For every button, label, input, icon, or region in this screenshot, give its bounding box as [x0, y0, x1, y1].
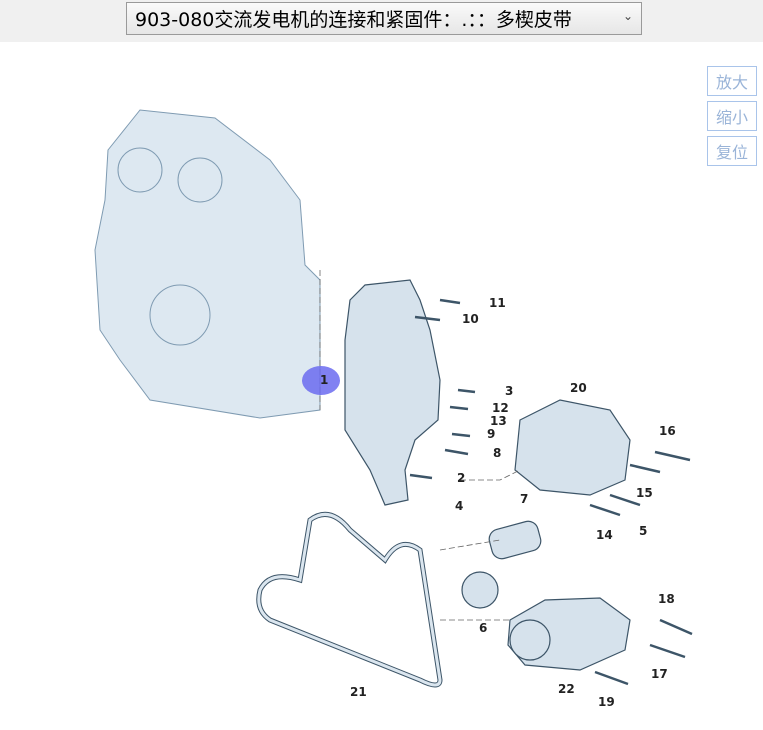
callout-2[interactable]: 2: [457, 471, 466, 485]
callout-16[interactable]: 16: [659, 424, 676, 438]
reset-button[interactable]: 复位: [707, 136, 757, 166]
zoom-in-button[interactable]: 放大: [707, 66, 757, 96]
hotspot-1[interactable]: [302, 366, 340, 395]
alternator: [514, 399, 631, 496]
callout-22[interactable]: 22: [558, 682, 575, 696]
callout-15[interactable]: 15: [636, 486, 653, 500]
leader-lines: [319, 270, 521, 621]
top-bar: 903-080交流发电机的连接和紧固件：.：：多楔皮带 ⌄: [0, 0, 763, 42]
callout-20[interactable]: 20: [570, 381, 587, 395]
bolts: [409, 298, 693, 686]
callout-7[interactable]: 7: [520, 492, 529, 506]
zoom-out-button[interactable]: 缩小: [707, 101, 757, 131]
callout-19[interactable]: 19: [598, 695, 615, 709]
callout-9[interactable]: 9: [487, 427, 496, 441]
diagram-select[interactable]: 903-080交流发电机的连接和紧固件：.：：多楔皮带 ⌄: [126, 2, 642, 35]
callout-10[interactable]: 10: [462, 312, 479, 326]
callout-8[interactable]: 8: [493, 446, 502, 460]
idler-6: [461, 571, 499, 609]
belt: [256, 511, 443, 688]
callout-13[interactable]: 13: [490, 414, 507, 428]
diagram-select-value: 903-080交流发电机的连接和紧固件：.：：多楔皮带: [135, 9, 572, 31]
callout-3[interactable]: 3: [505, 384, 514, 398]
callout-6[interactable]: 6: [479, 621, 488, 635]
chevron-down-icon: ⌄: [622, 9, 633, 23]
bracket: [344, 279, 441, 506]
callout-14[interactable]: 14: [596, 528, 613, 542]
callout-1[interactable]: 1: [320, 373, 329, 387]
callout-4[interactable]: 4: [455, 499, 464, 513]
callout-18[interactable]: 18: [658, 592, 675, 606]
callout-12[interactable]: 12: [492, 401, 509, 415]
callout-11[interactable]: 11: [489, 296, 506, 310]
callout-5[interactable]: 5: [639, 524, 648, 538]
callout-17[interactable]: 17: [651, 667, 668, 681]
callout-21[interactable]: 21: [350, 685, 367, 699]
pulley-7: [488, 520, 542, 560]
